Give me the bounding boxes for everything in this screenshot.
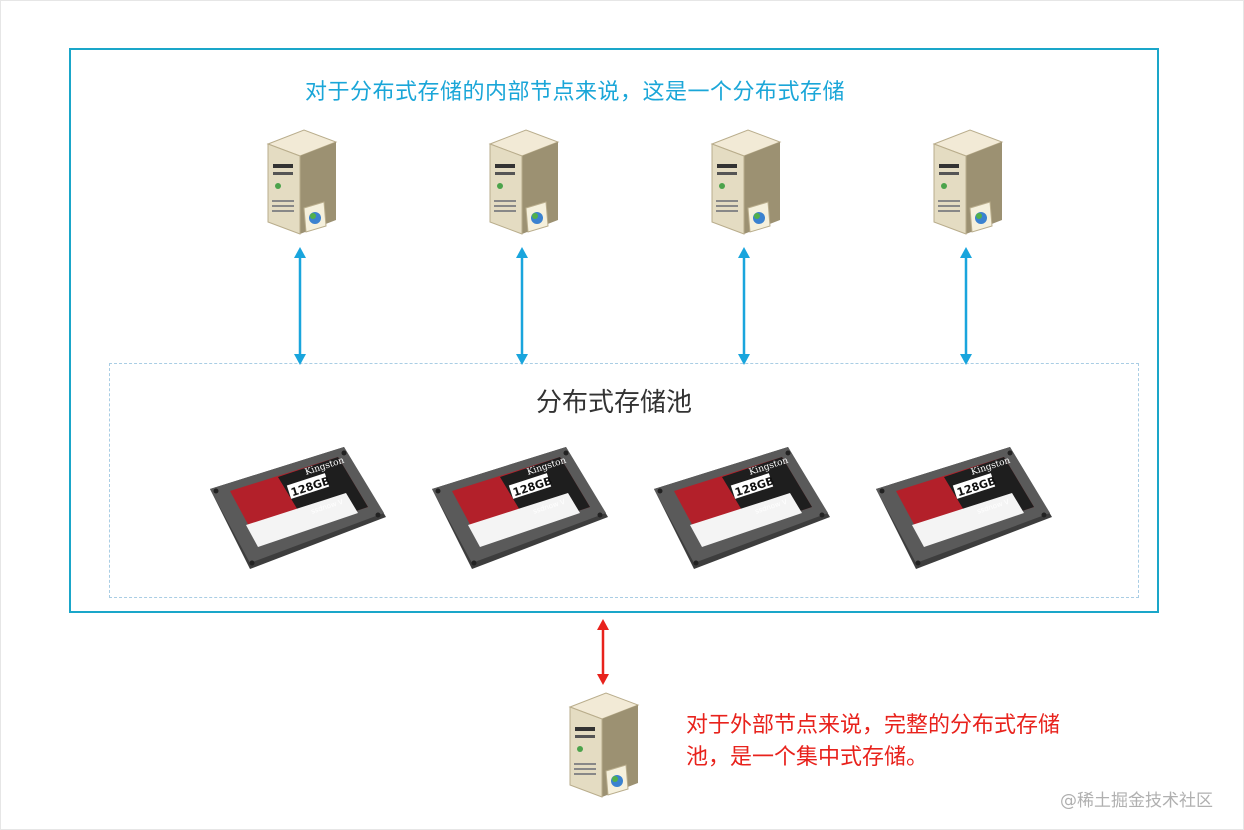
- ssd-drive-icon-3: Kingston 128GB ssdnow V: [654, 447, 830, 569]
- internal-arrow-2: [516, 247, 528, 365]
- server-icon-3: [710, 129, 782, 235]
- ssd-drive-icon-1: Kingston 128GB ssdnow V: [210, 447, 386, 569]
- ssd-drive-icon-2: Kingston 128GB ssdnow V: [432, 447, 608, 569]
- storage-pool-title: 分布式存储池: [536, 388, 693, 418]
- internal-arrow-3: [738, 247, 750, 365]
- external-caption-line-2: 池，是一个集中式存储。: [686, 745, 929, 770]
- internal-perspective-caption: 对于分布式存储的内部节点来说，这是一个分布式存储: [305, 80, 846, 105]
- external-server-icon: [568, 692, 640, 798]
- storage-pool-boundary: [109, 363, 1139, 598]
- external-perspective-caption: 对于外部节点来说，完整的分布式存储 池，是一个集中式存储。: [686, 710, 1126, 774]
- server-icon-4: [932, 129, 1004, 235]
- external-caption-line-1: 对于外部节点来说，完整的分布式存储: [686, 713, 1061, 738]
- internal-arrow-4: [960, 247, 972, 365]
- ssd-drive-icon-4: Kingston 128GB ssdnow V: [876, 447, 1052, 569]
- watermark: @稀土掘金技术社区: [1060, 791, 1213, 811]
- server-icon-1: [266, 129, 338, 235]
- distributed-storage-boundary: [69, 48, 1159, 613]
- internal-arrow-1: [294, 247, 306, 365]
- server-icon-2: [488, 129, 560, 235]
- external-arrow: [597, 619, 609, 685]
